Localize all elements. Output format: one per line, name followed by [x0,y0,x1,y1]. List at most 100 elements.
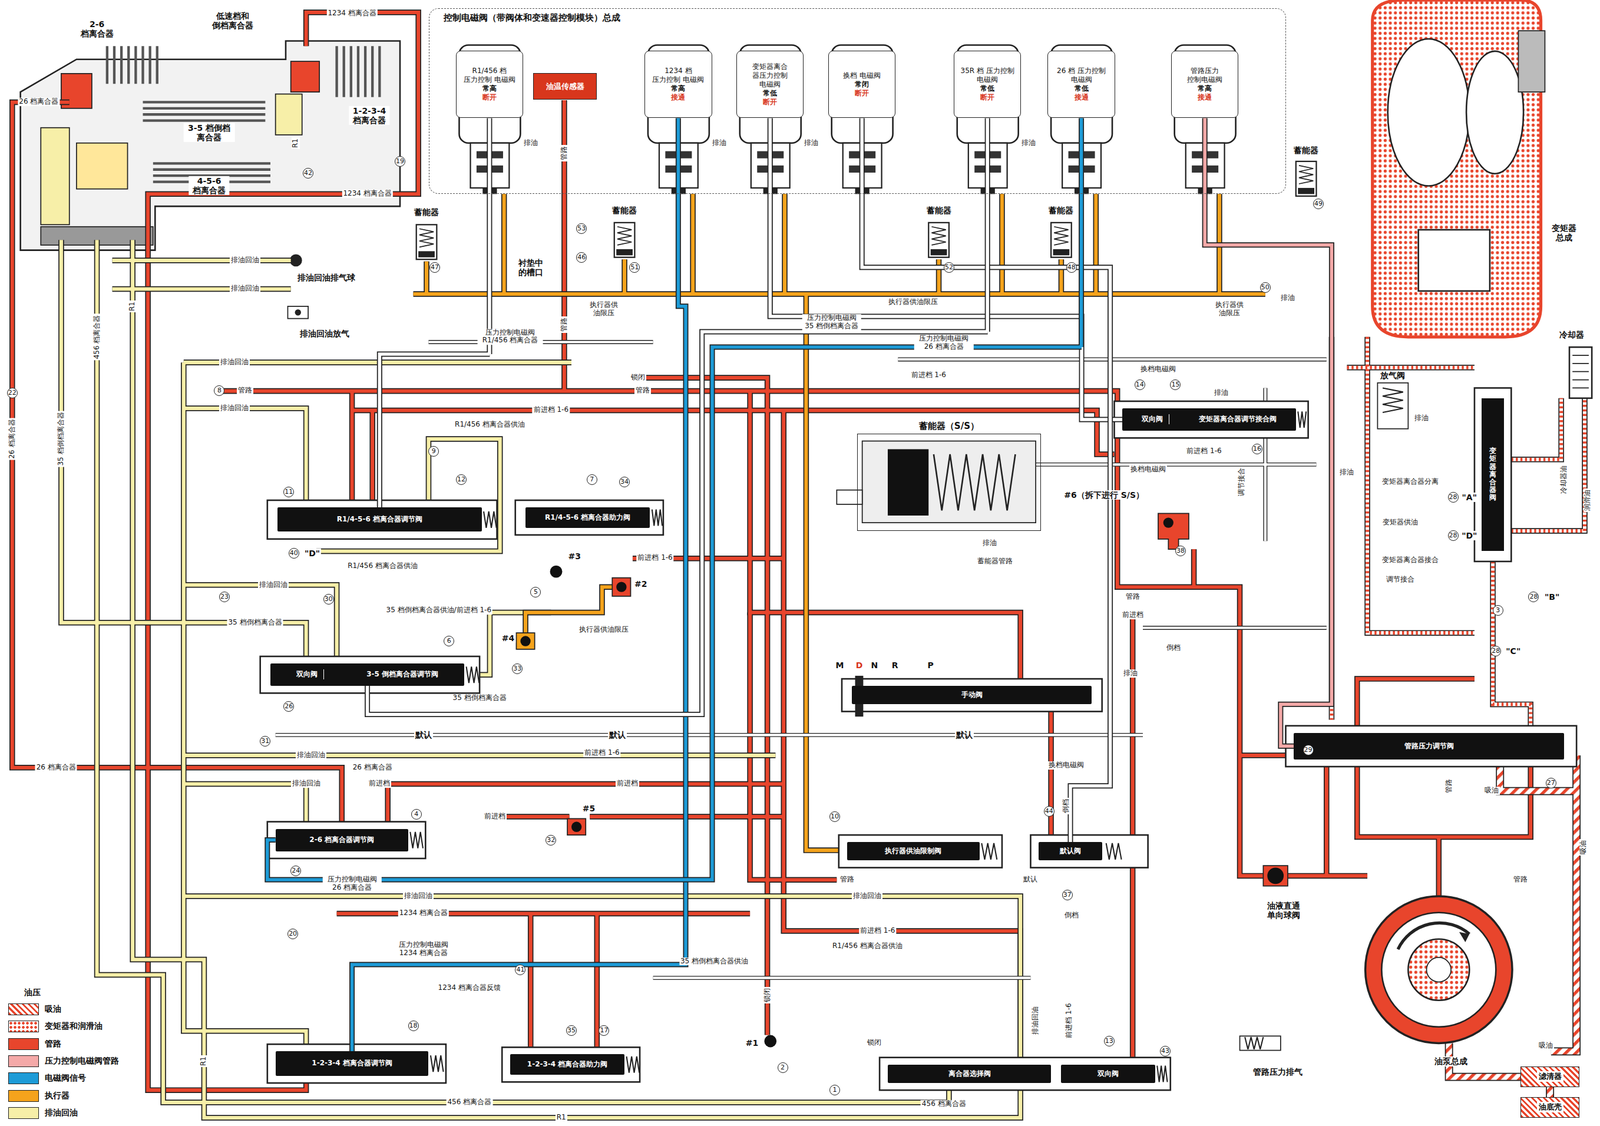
node-text: 管路压力调节阀 [1404,741,1454,752]
drawing-part [838,834,1003,868]
check-balls [516,513,1288,1047]
callout-number: 14 [1134,379,1146,390]
part-label: 456 档离合器 [920,1099,968,1109]
node-text: 35R 档 压力控制 电磁阀 [959,66,1016,85]
part-label: 默认 [607,729,627,740]
part-label: 变矩器离合器接合 [1380,556,1440,565]
callout-number: 16 [1251,443,1263,455]
part-label: R1/456 档离合器供油 [346,562,419,571]
node-text: 手动阀 [961,689,983,700]
part-label: 默认 [1022,875,1039,884]
part-label: 压力控制电磁阀 26 档离合器 [322,875,382,892]
legend-swatch [8,1003,39,1016]
part-label: 默认 [954,729,974,740]
node-text: 蓄能器（S/S） [917,420,981,432]
part-label: 压力控制电磁阀 R1/456 档离合器 [477,328,544,346]
legend-row: 排油回油 [8,1106,78,1119]
legend-row: 执行器 [8,1089,70,1102]
callout-number: 43 [1159,1045,1171,1057]
drawing-part [430,1055,444,1072]
clutch-assembly [20,41,400,319]
part-label: 前进档 1-6 [1065,1001,1074,1039]
callout-number: 28 [1528,591,1539,603]
signal-line-outline [352,117,686,1051]
part-label: 35 档倒档离合器 [57,410,66,467]
part-label: 蓄能器管路 [976,557,1014,566]
part-label: N [870,660,880,670]
part-label: 调节接合 [1237,466,1246,498]
drawing-part [410,831,423,849]
callout-number: 35 [566,1025,577,1036]
part-label: R1 [128,300,137,313]
drawing-part [1372,0,1542,337]
part-label: 456 档离合器 [93,313,102,360]
torque-converter [1372,0,1546,337]
drawing-part [1158,513,1189,550]
node-text: 离合器选择阀 [948,1068,991,1079]
valve-spool: 执行器供油限制阀 [847,841,980,861]
part-label: "B" [1543,592,1561,602]
part-label: 排油回油 [219,404,250,413]
part-label: 排油 [1122,669,1139,678]
part-label: 蓄能器 [925,205,953,216]
drawing-part [275,94,303,135]
legend-swatch [8,1089,39,1102]
callout-number: 53 [576,223,587,234]
oil-pump [1365,896,1513,1043]
callout-number: 33 [511,663,523,674]
part-label: #1 [744,1037,760,1048]
part-label: D [854,660,865,670]
part-label: 润滑油 [1583,488,1592,512]
node-text: 变矩器离合器调节接合阀 [1198,414,1277,425]
part-label: 1234 档离合器 [326,9,378,18]
part-label: 变矩器供油 [1381,518,1420,527]
part-label: 排油回油 [219,358,250,367]
node-text: 断开 [854,88,869,98]
drawing-part [143,101,266,121]
callout-number: 32 [545,834,557,846]
part-label: 衬垫中 的槽口 [510,258,551,277]
callout-number: 12 [455,474,467,485]
part-label: R1 [555,1113,568,1122]
node-text: 管路压力 控制电磁阀 [1177,66,1233,85]
part-label: 油液直通 单向球阀 [1258,900,1310,920]
valve-spool: 变矩器离合器阀 [1481,398,1504,552]
solenoid-assembly-box: 控制电磁阀（带阀体和变速器控制模块）总成R1/456 档 压力控制 电磁阀常高断… [428,8,1287,194]
callout-number: 7 [586,474,598,485]
callout-number: 5 [530,586,541,598]
node-text: 变矩器离合 器压力控制 电磁阀 [742,62,798,89]
drawing-part [1267,867,1284,885]
part-label: 排油回油 [295,751,327,760]
drawing-part [1331,336,1585,726]
part-label: 压力控制电磁阀 35 档倒档离合器 [801,314,861,332]
signal-line-fill [267,117,1082,880]
drawing-part [1381,912,1496,1027]
callout-number: 28 [1490,645,1502,657]
callout-number: 30 [323,593,335,605]
drawing-part [76,143,128,190]
node-text: 断开 [762,97,778,107]
callout-number: 22 [7,387,18,399]
drawing-part [40,127,70,226]
callout-number: 2 [777,1062,789,1073]
part-label: 3-5 档倒档 离合器 [183,123,236,142]
solenoid-label-box: 管路压力 控制电磁阀常高接通 [1171,50,1239,118]
callout-number: 24 [290,865,302,876]
part-label: 吸油 [1537,1042,1555,1051]
part-label: 换档电磁阀 [1139,365,1178,374]
drawing-part [764,1035,777,1048]
part-label: #3 [566,551,582,561]
drawing-part [567,818,586,835]
part-label: 默认 [414,729,433,740]
drawing-part [291,61,320,92]
drawing-part [1466,51,1524,174]
callout-number: 1 [829,1084,841,1096]
drawing-part [1331,336,1585,726]
drawing-part [1387,38,1470,186]
part-label: 排油 [1020,139,1037,148]
drawing-part [520,635,531,646]
legend-swatch [8,1055,39,1067]
drawing-part [1426,957,1452,983]
node-text: R1/4-5-6 档离合器助力阀 [544,512,631,523]
